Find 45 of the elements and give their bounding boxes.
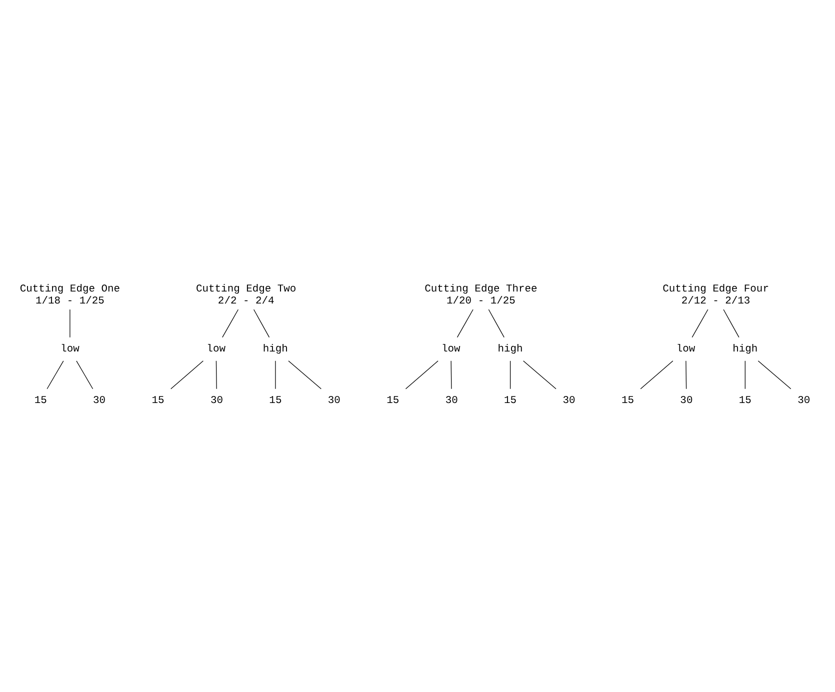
node-text: 15 [269,394,282,407]
connector [170,360,204,389]
connector [76,360,94,389]
node-text: low [442,343,460,356]
connector [488,308,504,338]
node-text: 15 [34,394,47,407]
connector [46,360,64,389]
node-text: high [732,343,758,356]
connector [275,360,276,389]
connector [222,308,239,338]
node-text: 30 [93,394,106,407]
connector [450,360,452,389]
node-text: Cutting Edge Four 2/12 - 2/13 [662,283,769,307]
node-text: low [60,343,80,356]
node-text: Cutting Edge Two 2/2 - 2/4 [196,283,296,307]
node-text: 30 [680,394,693,407]
node-text: 30 [445,394,458,407]
node-text: 15 [152,394,164,407]
connector [640,360,674,389]
connector [744,360,746,389]
connector [686,360,687,389]
node-text: 15 [621,394,634,407]
connector [723,308,740,338]
node-text: 15 [504,394,517,407]
connector [456,308,474,338]
node-text: high [498,343,523,356]
connector [405,360,438,389]
node-text: 30 [328,394,340,407]
connector [692,308,708,338]
node-text: low [206,343,226,356]
node-text: 30 [210,394,223,407]
connector [758,360,792,389]
node-text: 15 [386,394,400,407]
node-text: low [676,343,696,356]
node-text: 30 [562,394,576,407]
connector [216,360,217,389]
connector [253,308,270,338]
connector [523,360,556,389]
connector [510,360,511,389]
node-text: high [262,343,288,356]
node-text: Cutting Edge One 1/18 - 1/25 [20,283,120,307]
connector [288,360,322,389]
node-text: 15 [738,394,752,407]
node-text: 30 [798,394,810,407]
node-text: Cutting Edge Three 1/20 - 1/25 [424,283,538,307]
